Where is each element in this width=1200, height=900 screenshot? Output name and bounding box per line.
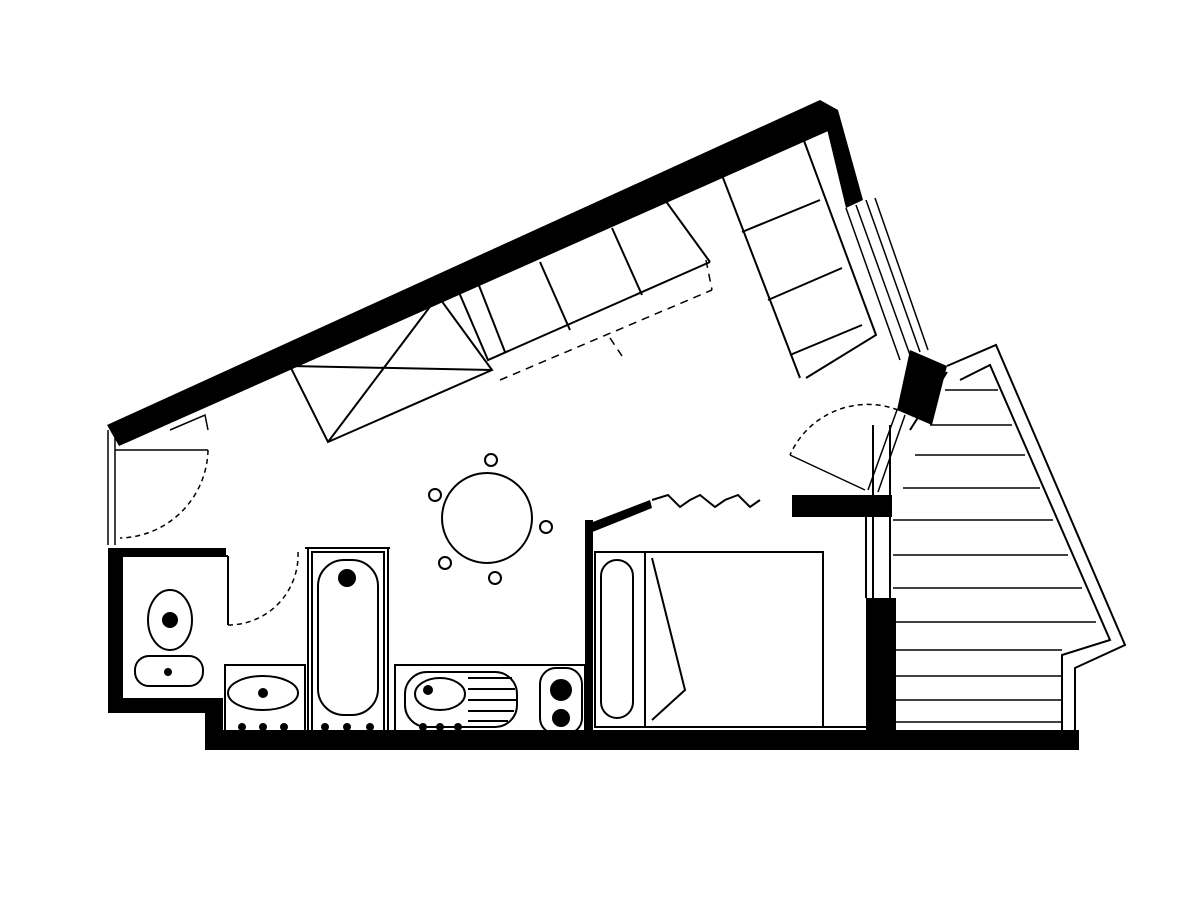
storage-unit bbox=[288, 294, 494, 444]
curtain bbox=[651, 493, 761, 509]
bathroom-door bbox=[227, 551, 299, 626]
right-wall-trim bbox=[823, 517, 867, 728]
dining-chair bbox=[488, 571, 502, 585]
stair-treads bbox=[893, 389, 1096, 723]
pillow bbox=[600, 559, 634, 719]
dining-chair bbox=[484, 453, 498, 467]
partition-wall bbox=[585, 520, 593, 735]
dining-chair bbox=[428, 488, 442, 502]
entry-door bbox=[107, 413, 209, 545]
dining-chair bbox=[438, 556, 452, 570]
washbasin bbox=[224, 664, 306, 738]
left-bottom-wall bbox=[108, 698, 223, 713]
bathtub bbox=[311, 551, 385, 738]
dining-set bbox=[428, 453, 553, 585]
round-dining-table bbox=[441, 472, 533, 564]
balcony-door bbox=[789, 403, 906, 493]
dining-chair bbox=[539, 520, 553, 534]
sofa-inner bbox=[457, 261, 711, 362]
top-diagonal-wall bbox=[107, 100, 835, 446]
kitchen-counter bbox=[394, 664, 586, 738]
thin-walls bbox=[123, 425, 891, 740]
bathroom-top-wall bbox=[108, 548, 226, 556]
alcove-wall bbox=[792, 495, 892, 517]
balcony bbox=[893, 343, 1127, 740]
balcony-outline bbox=[946, 343, 1127, 740]
toilet bbox=[134, 589, 204, 687]
partition-top bbox=[585, 500, 652, 533]
window-right bbox=[845, 197, 929, 361]
corner-sofa bbox=[457, 128, 878, 379]
kitchen-sink bbox=[414, 677, 466, 711]
balcony-divider-wall bbox=[866, 598, 896, 748]
corner-pillar bbox=[897, 350, 947, 425]
left-step-wall bbox=[205, 698, 223, 750]
bottom-wall bbox=[207, 730, 1079, 750]
fold-out-bed-dashes bbox=[499, 259, 713, 381]
sofa-outer bbox=[457, 128, 878, 379]
double-bed bbox=[594, 551, 824, 728]
top-right-wall bbox=[820, 100, 863, 208]
exterior-walls bbox=[107, 100, 1079, 750]
cooktop bbox=[539, 667, 583, 735]
left-wall-lower bbox=[108, 548, 123, 713]
